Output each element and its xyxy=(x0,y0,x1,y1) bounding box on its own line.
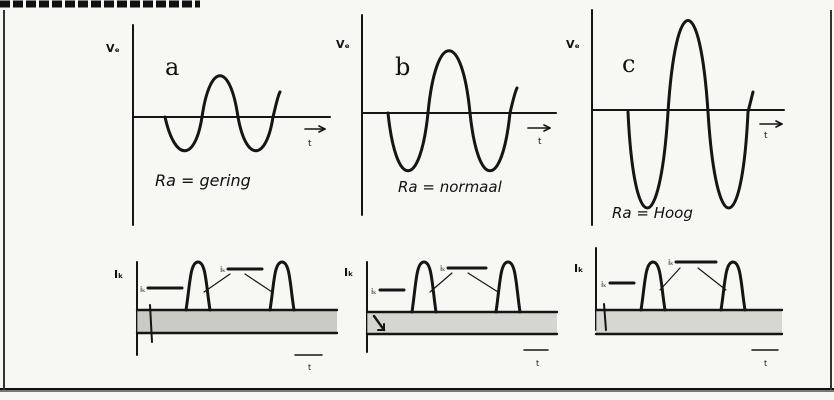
panel-b-axis-label: Vₑ xyxy=(336,38,350,51)
panel-b-leader-2 xyxy=(467,272,499,293)
panel-a-letter: a xyxy=(165,53,179,81)
panel-c-pulse-label-small: iₖ xyxy=(601,280,607,289)
panel-a-leader-2 xyxy=(244,273,273,293)
panel-b-letter: b xyxy=(395,53,410,81)
panel-b-arrow-head xyxy=(543,124,551,132)
panel-c: t Vₑ c Ra = Hoog Iₖ iₖ iₖ t xyxy=(566,9,785,368)
panel-c-axis-label: Vₑ xyxy=(566,38,580,51)
panel-b-hatched-band xyxy=(367,312,557,334)
panel-b-leader-1 xyxy=(429,272,453,293)
panel-a-bottom-axis-label: Iₖ xyxy=(114,268,123,281)
panel-b-baseline-arrow xyxy=(372,314,386,332)
panel-a-pulse-label-peak: iₖ xyxy=(220,265,226,274)
panel-c-pulse-1 xyxy=(639,260,667,312)
panel-c-arrow-head xyxy=(775,120,783,128)
panel-c-bottom-axis-label: Iₖ xyxy=(574,262,583,275)
panel-a-hatched-band xyxy=(137,310,337,333)
panel-b-sine-wave xyxy=(386,49,519,173)
panel-a-bottom-t: t xyxy=(308,363,311,372)
panel-c-pulse-label-peak: iₖ xyxy=(668,258,674,267)
panel-b-baseline-arrow-head xyxy=(377,323,385,331)
panel-b-pulse-2 xyxy=(494,260,522,314)
panel-a-leader-1 xyxy=(203,273,231,293)
panel-a-pulse-2 xyxy=(268,260,296,312)
panel-a: t Vₑ a Ra = gering Iₖ iₖ iₖ t xyxy=(106,24,339,372)
panel-c-t-label: t xyxy=(764,131,768,141)
panel-a-sine-wave xyxy=(163,74,282,152)
panel-c-hatched-band xyxy=(596,310,782,334)
panel-b-ra-label: Ra = normaal xyxy=(398,178,503,196)
panel-a-ra-label: Ra = gering xyxy=(155,171,251,190)
panel-c-pulse-2 xyxy=(719,260,747,312)
panel-b-pulse-label-small: iₖ xyxy=(371,287,377,296)
panel-c-bottom-t: t xyxy=(764,359,767,368)
panel-a-t-label: t xyxy=(308,139,312,149)
panel-b-t-label: t xyxy=(538,137,542,147)
panel-c-leader-1 xyxy=(659,267,681,291)
panel-a-pulse-label-small: iₖ xyxy=(140,285,146,294)
panel-b-pulse-label-peak: iₖ xyxy=(440,264,446,273)
panel-b-bottom-t: t xyxy=(536,359,539,368)
panel-c-ra-label: Ra = Hoog xyxy=(612,204,693,222)
panel-a-axis-label: Vₑ xyxy=(106,42,120,55)
panel-b-bottom-axis-label: Iₖ xyxy=(344,266,353,279)
panel-a-baseline-marker xyxy=(149,304,153,343)
panel-c-leader-2 xyxy=(697,267,727,291)
panel-c-sine-wave xyxy=(626,19,755,210)
panel-c-baseline-marker xyxy=(603,303,607,331)
panel-a-arrow-head xyxy=(318,125,326,133)
panel-b: t Vₑ b Ra = normaal Iₖ iₖ iₖ t xyxy=(336,14,559,368)
panel-c-letter: c xyxy=(622,50,635,78)
